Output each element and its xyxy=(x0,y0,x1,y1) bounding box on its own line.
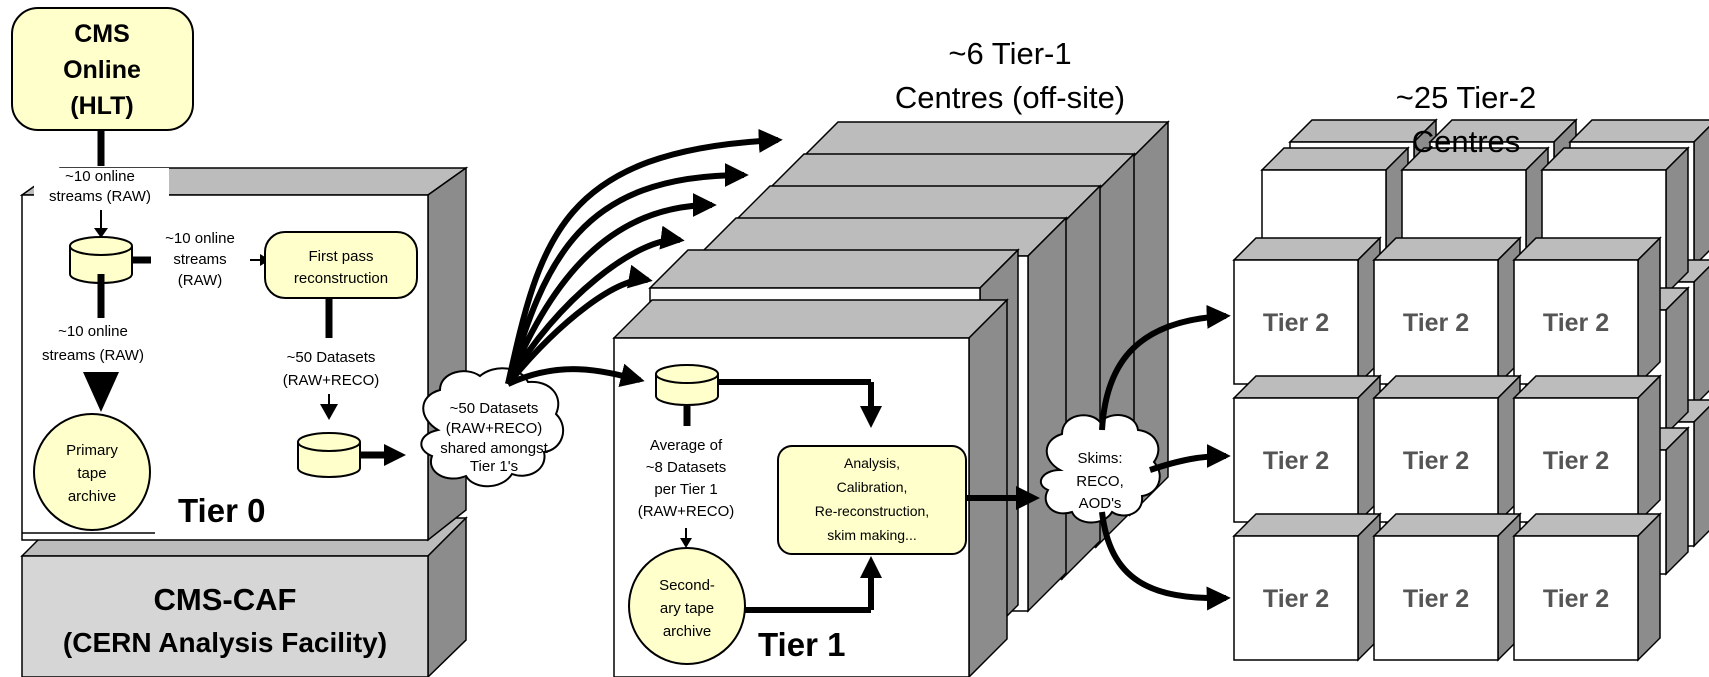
analysis-1: Analysis, xyxy=(844,455,900,471)
primary-tape-2: tape xyxy=(77,465,106,482)
shared-cloud-4: Tier 1's xyxy=(470,458,518,475)
primary-tape-archive: Primary tape archive xyxy=(33,413,151,531)
shared-cloud-3: shared amongst xyxy=(440,440,548,457)
tier0-datasets-1: ~50 Datasets xyxy=(287,349,376,366)
skims-1: Skims: xyxy=(1078,450,1123,467)
secondary-tape-2: ary tape xyxy=(660,600,714,617)
tier1-disk-icon xyxy=(655,364,719,406)
analysis-box: Analysis, Calibration, Re-reconstruction… xyxy=(777,445,967,555)
tier0-datasets-2: (RAW+RECO) xyxy=(283,372,380,389)
tier1-header-1: ~6 Tier-1 xyxy=(948,36,1071,71)
tier2-box: Tier 2 xyxy=(1512,512,1662,662)
secondary-tape-3: archive xyxy=(663,623,711,640)
fanout-arrows xyxy=(505,128,783,387)
skims-2: RECO, xyxy=(1076,473,1124,490)
primary-tape-3: archive xyxy=(68,488,116,505)
average-2: ~8 Datasets xyxy=(646,459,726,476)
tier2-label: Tier 2 xyxy=(1263,585,1329,613)
first-pass-reconstruction-box: First pass reconstruction xyxy=(264,231,418,299)
tier0-label: Tier 0 xyxy=(178,492,265,529)
tier2-label: Tier 2 xyxy=(1263,447,1329,475)
average-4: (RAW+RECO) xyxy=(638,503,735,520)
analysis-2: Calibration, xyxy=(837,479,908,495)
tier2-box: Tier 2 xyxy=(1372,236,1522,386)
caf-title: CMS-CAF xyxy=(154,582,297,617)
tier2-box: Tier 2 xyxy=(1232,374,1382,524)
tier2-box: Tier 2 xyxy=(1512,374,1662,524)
tier2-label: Tier 2 xyxy=(1263,309,1329,337)
cms-online-box: CMS Online (HLT) xyxy=(11,7,194,131)
online-line3: (HLT) xyxy=(70,92,133,120)
first-pass-2: reconstruction xyxy=(294,270,388,287)
tier2-label: Tier 2 xyxy=(1403,585,1469,613)
tier1-header-2: Centres (off-site) xyxy=(895,80,1125,115)
tier2-label: Tier 2 xyxy=(1543,585,1609,613)
tier2-header-2: Centres xyxy=(1412,124,1521,159)
streams-top-1: ~10 online xyxy=(65,168,135,185)
shared-cloud-2: (RAW+RECO) xyxy=(446,420,543,437)
streams-top-label-bg xyxy=(34,168,169,204)
streams-down-2: streams (RAW) xyxy=(42,347,144,364)
online-line2: Online xyxy=(63,56,141,84)
streams-down-1: ~10 online xyxy=(58,323,128,340)
caf-subtitle: (CERN Analysis Facility) xyxy=(63,627,387,658)
tier2-label: Tier 2 xyxy=(1543,447,1609,475)
streams-right-1: ~10 online xyxy=(165,230,235,247)
tier2-box: Tier 2 xyxy=(1372,374,1522,524)
streams-right-2: streams xyxy=(173,251,226,268)
primary-tape-1: Primary xyxy=(66,442,118,459)
tier1-label: Tier 1 xyxy=(758,626,845,663)
first-pass-1: First pass xyxy=(308,248,373,265)
average-3: per Tier 1 xyxy=(654,481,717,498)
tier2-label: Tier 2 xyxy=(1403,309,1469,337)
skims-3: AOD's xyxy=(1079,495,1122,512)
skims-arrows xyxy=(1099,304,1231,611)
secondary-tape-archive: Second- ary tape archive xyxy=(628,547,746,665)
streams-right-3: (RAW) xyxy=(178,272,222,289)
analysis-3: Re-reconstruction, xyxy=(815,503,929,519)
tier2-front-grid: Tier 2 Tier 2 Tier 2 Tier 2 Tier 2 Tier 2 Tier… xyxy=(1232,236,1662,662)
tier2-label: Tier 2 xyxy=(1403,447,1469,475)
shared-datasets-cloud: ~50 Datasets (RAW+RECO) shared amongst T… xyxy=(420,367,565,488)
average-1: Average of xyxy=(650,437,723,454)
skims-cloud: Skims: RECO, AOD's xyxy=(1039,414,1161,524)
shared-cloud-1: ~50 Datasets xyxy=(450,400,539,417)
tier0-datasets-disk-icon xyxy=(297,432,361,478)
tier2-box: Tier 2 xyxy=(1232,236,1382,386)
analysis-4: skim making... xyxy=(827,527,916,543)
tier2-box: Tier 2 xyxy=(1232,512,1382,662)
secondary-tape-1: Second- xyxy=(659,577,715,594)
tier2-label: Tier 2 xyxy=(1543,309,1609,337)
tier2-box: Tier 2 xyxy=(1512,236,1662,386)
streams-top-2: streams (RAW) xyxy=(49,188,151,205)
cms-caf-box: CMS-CAF (CERN Analysis Facility) xyxy=(20,516,468,677)
tier0-disk-icon xyxy=(69,236,133,284)
tier2-header-1: ~25 Tier-2 xyxy=(1396,80,1536,115)
online-line1: CMS xyxy=(74,20,130,48)
tier2-box: Tier 2 xyxy=(1372,512,1522,662)
